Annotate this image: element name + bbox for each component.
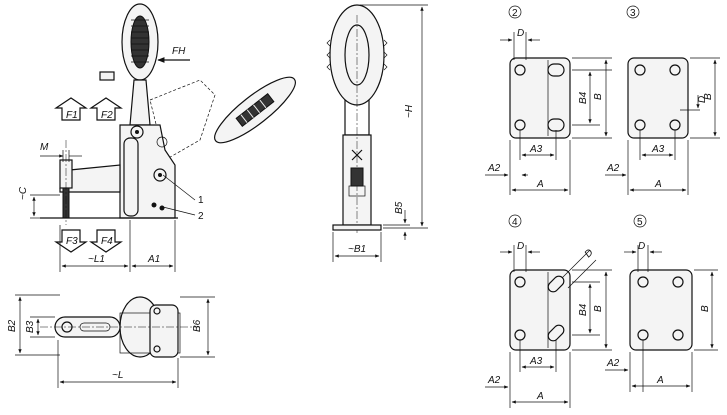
arrow-f2: F2 [89,97,123,121]
side-view: FH F1 F2 F3 F4 M ~C [18,3,296,272]
base-variant-3: 3 B D A3 A2 A [605,5,720,195]
base-variant-5: 5 D B A2 A [605,214,718,392]
top-body [149,304,179,358]
label-c: ~C [18,186,29,200]
svg-text:D: D [517,28,524,39]
callout-2: 2 [198,211,204,222]
svg-text:A2: A2 [487,375,501,386]
svg-text:B4: B4 [578,91,589,104]
label-a1: A1 [147,254,160,265]
arrow-f4: F4 [89,229,123,253]
side-clamp-arm [59,140,121,225]
label-b5: B5 [394,201,405,214]
label-b6: B6 [192,319,203,332]
svg-text:A3: A3 [651,144,665,155]
side-body [119,124,176,219]
arrow-f3: F3 [54,229,88,253]
svg-text:B4: B4 [578,303,589,316]
svg-text:A: A [536,179,544,190]
svg-text:D: D [583,247,596,260]
svg-text:D: D [697,96,708,103]
arrow-f1: F1 [54,97,88,121]
variant-4-number: 4 [512,217,518,228]
svg-text:F2: F2 [101,110,113,121]
base-variant-4: 4 D D B4 B A3 A2 A [485,214,612,408]
label-l1: ~L1 [88,254,105,265]
label-b3: B3 [25,320,36,333]
svg-text:A: A [656,375,664,386]
svg-text:A: A [536,391,544,402]
svg-text:F1: F1 [66,110,78,121]
svg-text:A3: A3 [529,144,543,155]
svg-text:B: B [593,305,604,312]
svg-text:F3: F3 [66,236,78,247]
svg-text:B: B [700,305,711,312]
front-base [332,224,382,231]
svg-text:A3: A3 [529,356,543,367]
svg-text:B: B [703,93,714,100]
svg-text:A: A [654,179,662,190]
side-handle-tilted [214,76,296,144]
svg-text:A2: A2 [606,163,620,174]
svg-text:D: D [638,241,645,252]
callout-1: 1 [198,195,204,206]
label-fh: FH [172,46,186,57]
side-lock-screw [99,71,115,81]
svg-text:A2: A2 [606,358,620,369]
svg-text:D: D [517,241,524,252]
side-handle-vertical [121,3,159,126]
variant-2-number: 2 [512,8,518,19]
svg-text:A2: A2 [487,163,501,174]
variant-3-number: 3 [630,8,636,19]
label-l: ~L [112,370,123,381]
svg-text:F4: F4 [101,236,113,247]
label-b2: B2 [7,319,18,332]
label-h: ~H [404,104,415,118]
label-m: M [40,142,49,153]
top-view: B2 B3 B6 ~L [7,294,215,388]
svg-text:B: B [593,93,604,100]
label-b1: ~B1 [348,244,366,255]
front-view: ~H B5 ~B1 [326,4,428,262]
variant-5-number: 5 [637,217,643,228]
base-variant-2: 2 D B4 B A3 A2 A [485,5,612,195]
